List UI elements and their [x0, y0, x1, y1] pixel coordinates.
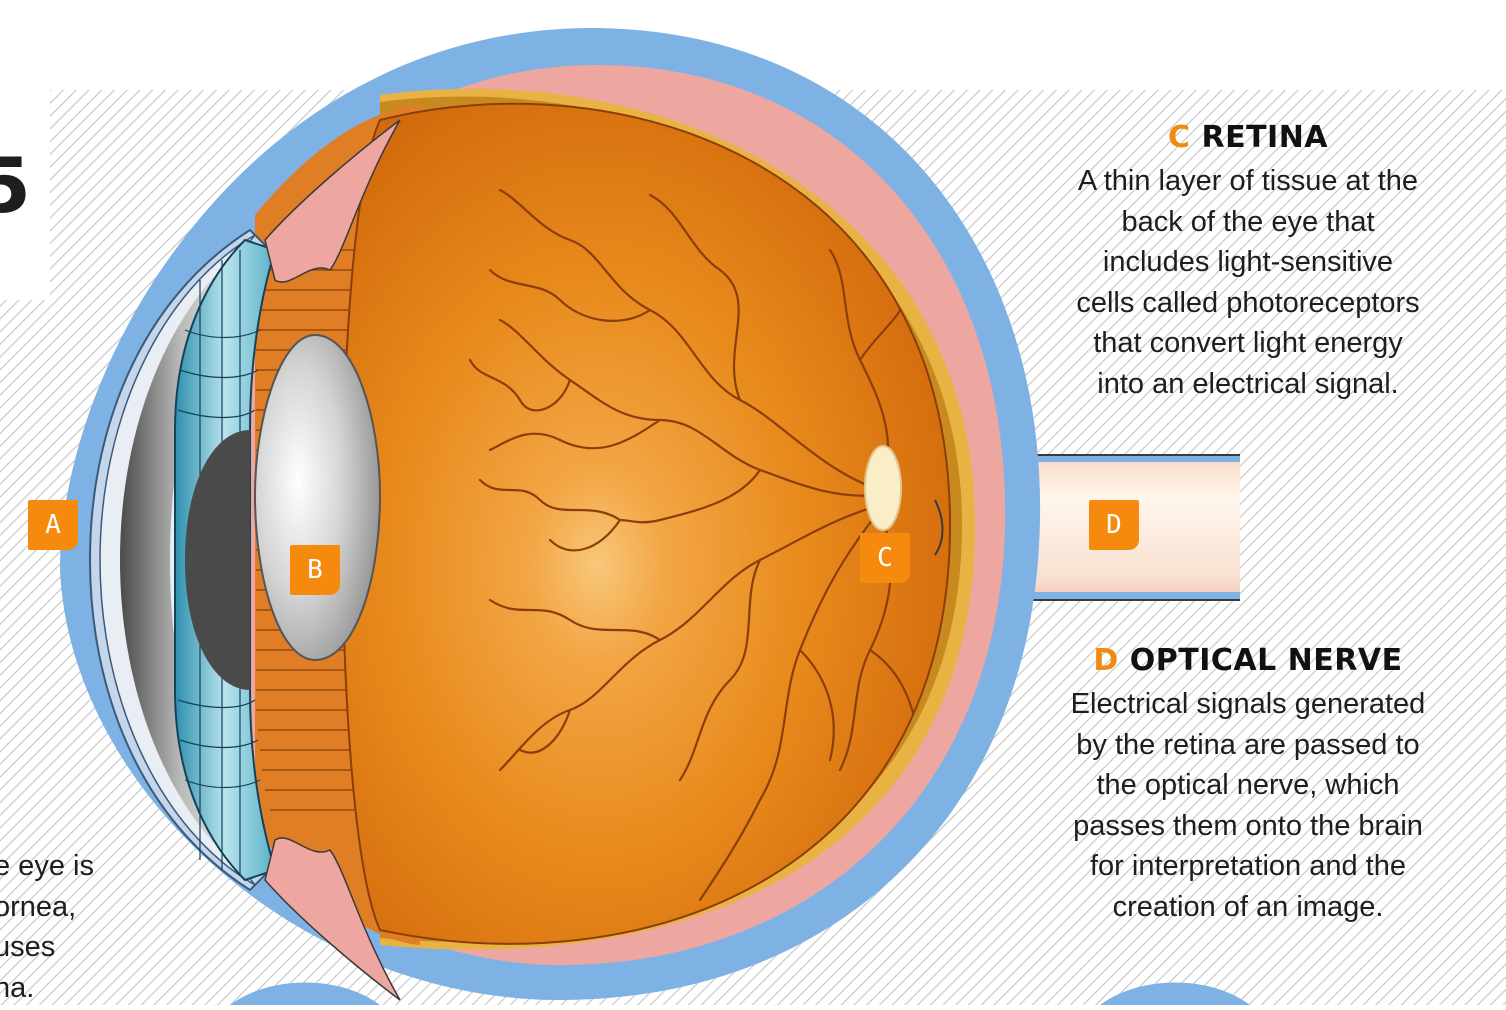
label-d: D	[1089, 500, 1139, 550]
fragment-line: e eye is	[0, 846, 114, 887]
optical-nerve-description: Electrical signals generated by the reti…	[1040, 684, 1456, 927]
retina-line: includes light-sensitive	[1040, 242, 1456, 283]
retina-title: RETINA	[1201, 120, 1328, 155]
optical-nerve-caption: D OPTICAL NERVE Electrical signals gener…	[1040, 643, 1456, 927]
fragment-line: na.	[0, 968, 114, 1009]
label-a: A	[28, 500, 78, 550]
retina-caption: C RETINA A thin layer of tissue at the b…	[1040, 120, 1456, 404]
retina-line: cells called photoreceptors	[1040, 283, 1456, 324]
label-c: C	[860, 533, 910, 583]
optical-nerve-heading: D OPTICAL NERVE	[1040, 643, 1456, 678]
optical-nerve-line: by the retina are passed to	[1040, 725, 1456, 766]
retina-line: A thin layer of tissue at the	[1040, 161, 1456, 202]
optical-nerve-title: OPTICAL NERVE	[1130, 643, 1403, 678]
retina-line: that convert light energy	[1040, 323, 1456, 364]
optical-nerve-letter: D	[1093, 643, 1118, 678]
retina-letter: C	[1168, 120, 1191, 155]
optic-disc	[865, 446, 901, 530]
retina-heading: C RETINA	[1040, 120, 1456, 155]
label-b: B	[290, 545, 340, 595]
optical-nerve-line: the optical nerve, which	[1040, 765, 1456, 806]
optical-nerve-line: Electrical signals generated	[1040, 684, 1456, 725]
cornea-caption-fragment: e eye is ornea, uses na.	[0, 846, 114, 1008]
optical-nerve-line: for interpretation and the	[1040, 846, 1456, 887]
optical-nerve-line: creation of an image.	[1040, 887, 1456, 928]
optical-nerve-line: passes them onto the brain	[1040, 806, 1456, 847]
fragment-line: uses	[0, 927, 114, 968]
lens	[255, 335, 380, 660]
fragment-line: ornea,	[0, 887, 114, 928]
retina-line: into an electrical signal.	[1040, 364, 1456, 405]
retina-description: A thin layer of tissue at the back of th…	[1040, 161, 1456, 404]
retina-line: back of the eye that	[1040, 202, 1456, 243]
section-number: 5	[0, 148, 31, 224]
